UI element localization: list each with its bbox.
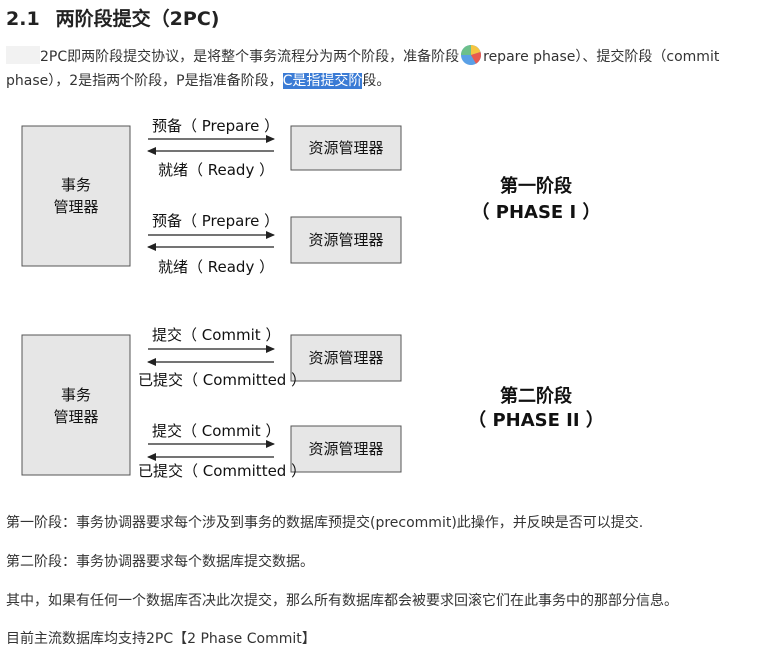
- phase2-title: 第二阶段: [500, 385, 573, 407]
- section-title: 两阶段提交（2PC): [55, 8, 220, 30]
- selected-text-highlight: C是指提交阶: [282, 73, 363, 89]
- phase2-resource-manager-box-1: [290, 334, 402, 382]
- phase1-ready-label-1: 就绪（ Ready ）: [158, 161, 274, 179]
- phase1-group: 事务 管理器 资源管理器 资源管理器 预备（ Prepare ） 就绪（ Rea…: [21, 117, 601, 276]
- phase1-tm-label-line1: 事务: [61, 176, 91, 194]
- phase2-group: 事务 管理器 资源管理器 资源管理器 提交（ Commit ） 已提交（ Com…: [21, 326, 604, 480]
- footer-line-support: 目前主流数据库均支持2PC【2 Phase Commit】: [6, 631, 316, 647]
- phase1-title: 第一阶段: [500, 175, 573, 197]
- phase2-rm2-label: 资源管理器: [308, 440, 383, 458]
- phase1-ready-label-2: 就绪（ Ready ）: [158, 258, 274, 276]
- footer-line-phase1: 第一阶段：事务协调器要求每个涉及到事务的数据库预提交(precommit)此操作…: [6, 515, 644, 531]
- intro-text-part1: 2PC即两阶段提交协议，是将整个事务流程分为两个阶段，准备阶段: [40, 49, 460, 65]
- phase1-rm1-label: 资源管理器: [308, 139, 383, 157]
- phase2-commit-label-2: 提交（ Commit ）: [152, 422, 280, 440]
- indent-placeholder: [6, 46, 40, 64]
- intro-text-part2: repare phase）、提交阶段（commit phase），2是指两个阶段…: [6, 49, 720, 89]
- phase2-transaction-manager-box: [21, 334, 131, 476]
- phase2-resource-manager-box-2: [290, 425, 402, 473]
- phase1-subtitle: （ PHASE I ）: [472, 202, 601, 223]
- section-number: 2.1: [6, 8, 40, 30]
- two-phase-commit-diagram: 事务 管理器 资源管理器 资源管理器 预备（ Prepare ） 就绪（ Rea…: [0, 106, 776, 490]
- phase2-commit-label-1: 提交（ Commit ）: [152, 326, 280, 344]
- phase2-committed-label-1: 已提交（ Committed ）: [138, 371, 306, 389]
- phase2-rm1-label: 资源管理器: [308, 349, 383, 367]
- phase1-resource-manager-box-1: [290, 125, 402, 171]
- phase1-rm2-label: 资源管理器: [308, 231, 383, 249]
- phase1-prepare-label-2: 预备（ Prepare ）: [152, 212, 279, 230]
- footer-line-phase2: 第二阶段：事务协调器要求每个数据库提交数据。: [6, 554, 314, 570]
- phase1-tm-label-line2: 管理器: [53, 198, 98, 216]
- phase1-prepare-label-1: 预备（ Prepare ）: [152, 117, 279, 135]
- phase1-resource-manager-box-2: [290, 216, 402, 264]
- section-heading: 2.1 两阶段提交（2PC): [6, 4, 219, 31]
- intro-text-part3: 段。: [362, 73, 391, 89]
- phase2-committed-label-2: 已提交（ Committed ）: [138, 462, 306, 480]
- colorful-pie-icon: [460, 44, 482, 66]
- phase2-subtitle: （ PHASE II ）: [468, 410, 604, 431]
- footer-line-rollback: 其中，如果有任何一个数据库否决此次提交，那么所有数据库都会被要求回滚它们在此事务…: [6, 593, 678, 609]
- phase2-tm-label-line2: 管理器: [53, 408, 98, 426]
- phase2-tm-label-line1: 事务: [61, 386, 91, 404]
- phase1-transaction-manager-box: [21, 125, 131, 267]
- intro-paragraph: 2PC即两阶段提交协议，是将整个事务流程分为两个阶段，准备阶段 repare p…: [6, 44, 766, 93]
